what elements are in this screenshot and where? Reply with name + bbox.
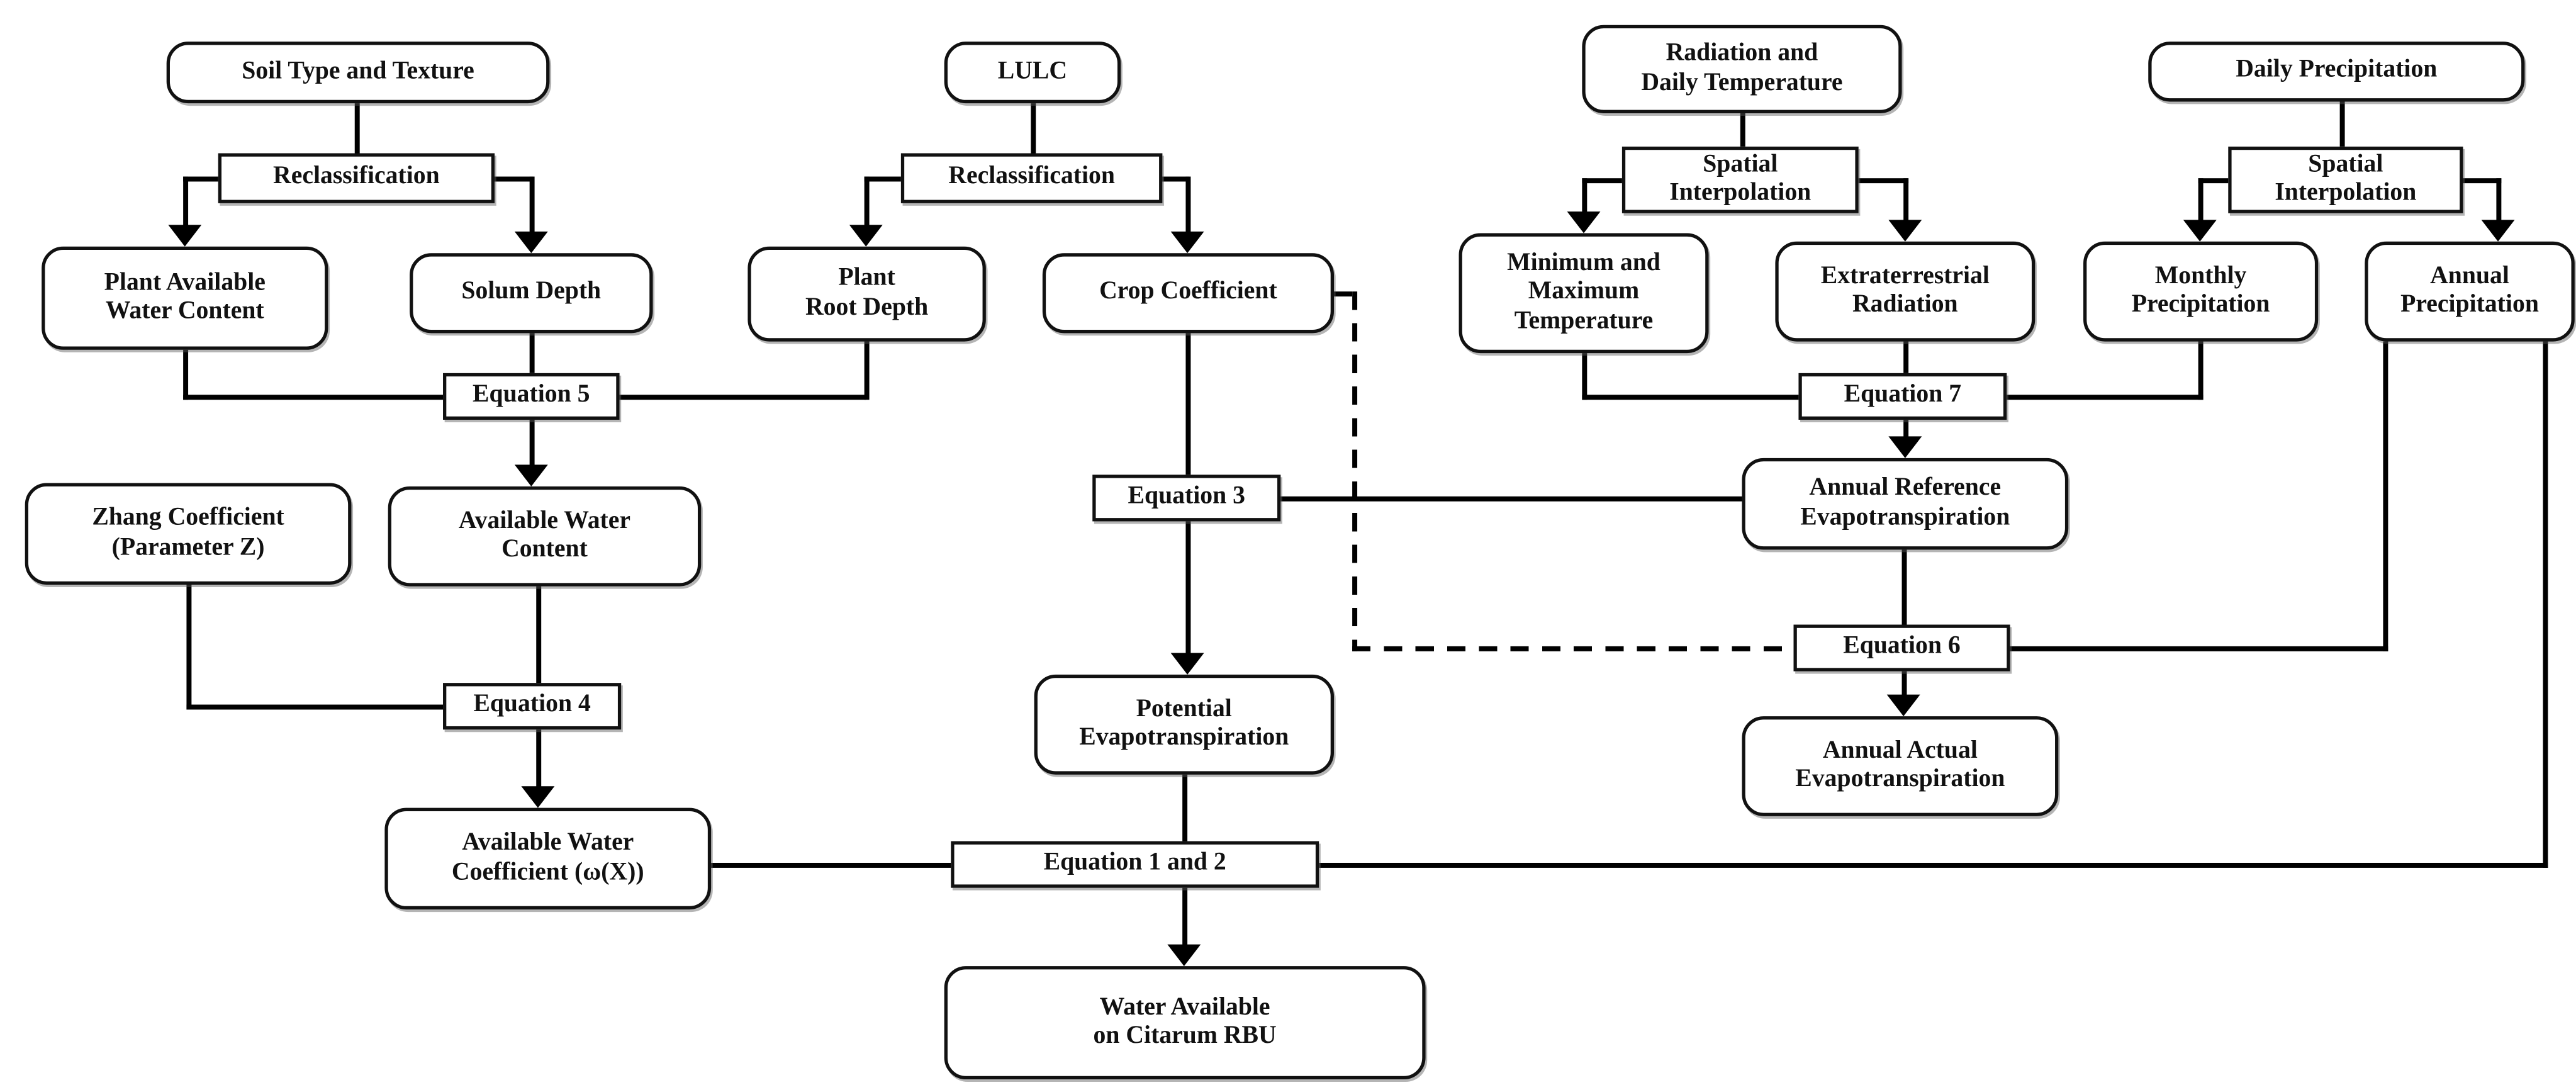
node-minimum-and-maximum-temperature: Minimum and Maximum Temperature — [1459, 233, 1709, 354]
node-lulc: LULC — [944, 42, 1121, 104]
process-equation-7: Equation 7 — [1798, 373, 2007, 420]
process-equation-3: Equation 3 — [1092, 475, 1281, 522]
process-equation-6: Equation 6 — [1793, 624, 2010, 672]
node-annual-actual-evapotranspiration: Annual Actual Evapotranspiration — [1742, 716, 2059, 816]
node-daily-precipitation: Daily Precipitation — [2148, 42, 2525, 102]
node-plant-available-water-content: Plant Available Water Content — [42, 246, 328, 350]
connector — [182, 176, 220, 181]
connector-dashed — [1334, 290, 1358, 296]
connector — [2382, 341, 2388, 651]
connector — [2542, 341, 2548, 867]
arrowhead — [1567, 211, 1601, 233]
node-soil-type-and-texture: Soil Type and Texture — [166, 42, 550, 104]
connector — [2463, 177, 2501, 183]
process-spatial-interpolation-temperature: Spatial Interpolation — [1621, 146, 1859, 213]
process-equation-4: Equation 4 — [443, 683, 622, 730]
connector — [863, 341, 869, 399]
connector — [2010, 645, 2388, 651]
node-extraterrestrial-radiation: Extraterrestrial Radiation — [1775, 241, 2036, 342]
process-equation-1-and-2: Equation 1 and 2 — [951, 841, 1319, 888]
arrowhead — [514, 231, 548, 254]
connector — [2339, 101, 2344, 147]
connector — [1901, 549, 1907, 698]
node-potential-evapotranspiration: Potential Evapotranspiration — [1034, 674, 1335, 775]
process-reclassification-soil: Reclassification — [218, 153, 495, 203]
node-radiation-and-daily-temperature: Radiation and Daily Temperature — [1582, 25, 1902, 113]
process-equation-5: Equation 5 — [443, 373, 620, 420]
arrowhead — [521, 786, 555, 808]
arrowhead — [2183, 220, 2217, 242]
node-available-water-coefficient: Available Water Coefficient (ω(X)) — [384, 807, 712, 910]
node-available-water-content: Available Water Content — [388, 486, 702, 587]
connector — [182, 349, 188, 399]
connector — [863, 176, 902, 181]
connector — [1858, 177, 1908, 183]
connector — [491, 176, 533, 181]
connector — [182, 393, 444, 399]
arrowhead — [168, 225, 202, 247]
connector — [182, 176, 188, 229]
node-annual-reference-evapotranspiration: Annual Reference Evapotranspiration — [1742, 458, 2069, 550]
connector — [1185, 176, 1190, 236]
connector — [2495, 177, 2501, 224]
connector-dashed — [1351, 290, 1357, 651]
connector — [1581, 393, 1799, 399]
node-crop-coefficient: Crop Coefficient — [1042, 253, 1335, 334]
arrowhead — [1888, 220, 1922, 242]
node-monthly-precipitation: Monthly Precipitation — [2083, 241, 2319, 342]
connector — [1581, 177, 1623, 183]
connector — [186, 584, 191, 709]
arrowhead — [1888, 436, 1922, 458]
arrowhead — [1170, 231, 1204, 254]
arrowhead — [1170, 653, 1204, 675]
connector — [186, 704, 444, 709]
connector — [2197, 177, 2203, 224]
connector-dashed — [1351, 645, 1793, 651]
connector — [1581, 353, 1586, 399]
node-water-available-on-citarum-rbu: Water Available on Citarum RBU — [944, 966, 1426, 1080]
connector — [2197, 177, 2229, 183]
process-reclassification-lulc: Reclassification — [900, 153, 1163, 203]
connector — [1162, 176, 1189, 181]
connector — [863, 176, 869, 229]
connector — [2007, 393, 2203, 399]
arrowhead — [849, 225, 883, 247]
connector — [1280, 495, 1742, 501]
node-plant-root-depth: Plant Root Depth — [748, 246, 986, 342]
arrowhead — [1167, 944, 1201, 967]
connector — [1029, 103, 1035, 154]
connector — [1319, 862, 2548, 867]
node-zhang-coefficient: Zhang Coefficient (Parameter Z) — [25, 483, 352, 585]
connector — [711, 862, 951, 867]
connector — [619, 393, 866, 399]
connector — [1581, 177, 1586, 216]
node-annual-precipitation: Annual Precipitation — [2365, 241, 2575, 342]
connector — [2197, 341, 2203, 399]
connector — [1902, 177, 1908, 224]
process-spatial-interpolation-precipitation: Spatial Interpolation — [2228, 146, 2463, 213]
connector — [354, 103, 359, 154]
arrowhead — [514, 464, 548, 486]
connector — [529, 176, 534, 236]
connector — [529, 333, 534, 373]
arrowhead — [1886, 694, 1920, 717]
node-solum-depth: Solum Depth — [410, 253, 653, 334]
arrowhead — [2481, 220, 2515, 242]
connector — [529, 419, 534, 468]
connector — [1739, 113, 1745, 147]
